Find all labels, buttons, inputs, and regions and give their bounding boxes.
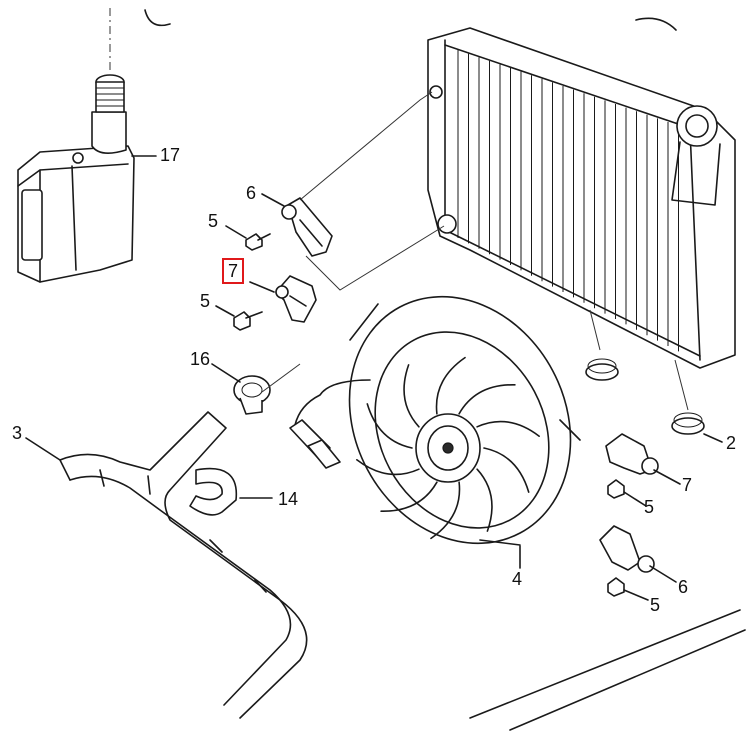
callout-5-right-lower: 5 bbox=[650, 595, 661, 615]
fan-bracket-upper bbox=[281, 197, 333, 257]
bolt-right-upper bbox=[607, 479, 625, 499]
fan-bracket-right-lower bbox=[599, 525, 655, 573]
bolt-right-lower bbox=[607, 577, 625, 597]
fan-blade bbox=[476, 420, 540, 437]
fan-blade bbox=[483, 447, 530, 493]
callout-4: 4 bbox=[512, 569, 523, 589]
callout-7-right: 7 bbox=[682, 475, 693, 495]
fan-blade bbox=[380, 481, 438, 513]
callout-16: 16 bbox=[190, 349, 211, 369]
rubber-grommet-upper bbox=[585, 358, 619, 381]
callout-7-highlighted: 7 bbox=[222, 258, 245, 284]
fan-blade bbox=[403, 364, 420, 428]
fan-blade bbox=[458, 383, 516, 415]
fan-blade bbox=[430, 481, 461, 540]
callout-5-right-upper: 5 bbox=[644, 497, 655, 517]
bolt-upper bbox=[245, 233, 271, 251]
callout-5-lower: 5 bbox=[200, 291, 211, 311]
rubber-grommet-lower bbox=[671, 412, 705, 435]
callout-3: 3 bbox=[12, 423, 23, 443]
callout-5-upper: 5 bbox=[208, 211, 219, 231]
fan-bracket-mount bbox=[275, 275, 317, 323]
coolant-reservoir bbox=[17, 8, 171, 283]
callout-6-right: 6 bbox=[678, 577, 689, 597]
hose-bracket-clamp bbox=[189, 467, 238, 516]
coolant-hose bbox=[59, 411, 308, 719]
hose-clamp bbox=[233, 375, 271, 415]
fan-blade bbox=[476, 468, 493, 532]
fan-blade bbox=[356, 459, 420, 476]
fan-bracket-right-upper bbox=[605, 433, 659, 475]
fan-assembly bbox=[289, 295, 581, 546]
fan-blade bbox=[366, 403, 413, 449]
callout-2: 2 bbox=[726, 433, 737, 453]
callout-6-upper: 6 bbox=[246, 183, 257, 203]
radiator bbox=[427, 17, 736, 369]
callout-17: 17 bbox=[160, 145, 181, 165]
callout-14: 14 bbox=[278, 489, 299, 509]
fan-blade bbox=[435, 356, 466, 415]
bolt-lower bbox=[233, 311, 263, 331]
